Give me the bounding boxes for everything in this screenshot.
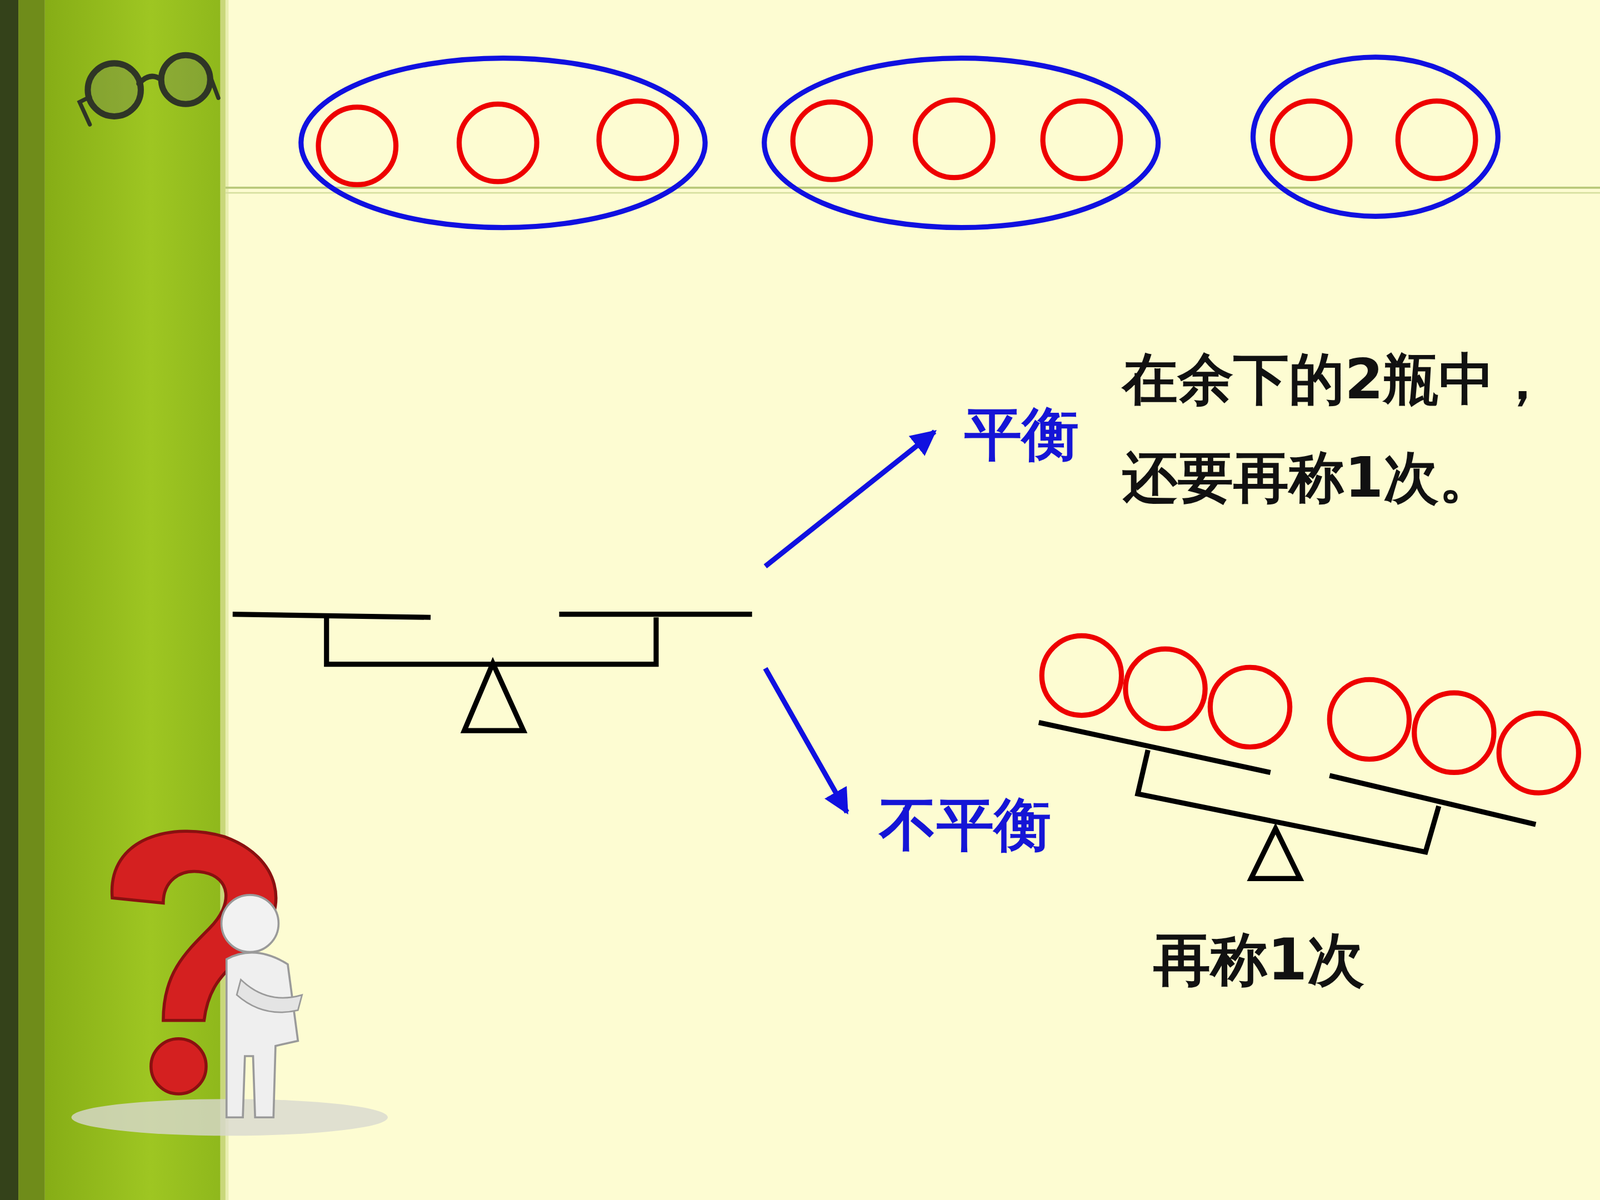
- bottle-groups: [301, 57, 1498, 228]
- branch-label: 不平衡: [879, 791, 1052, 858]
- top-rule: [225, 187, 1600, 193]
- thinking-figure: [71, 831, 388, 1136]
- glasses-icon: [79, 55, 219, 125]
- balance-scale: [232, 614, 753, 731]
- tilted-scale: [1038, 635, 1579, 879]
- note-text: 在余下的2瓶中， 还要再称1次。: [1122, 330, 1567, 527]
- branch-label: 平衡: [964, 400, 1079, 468]
- note-text: 再称1次: [1153, 926, 1365, 993]
- branch-arrow: [765, 431, 935, 813]
